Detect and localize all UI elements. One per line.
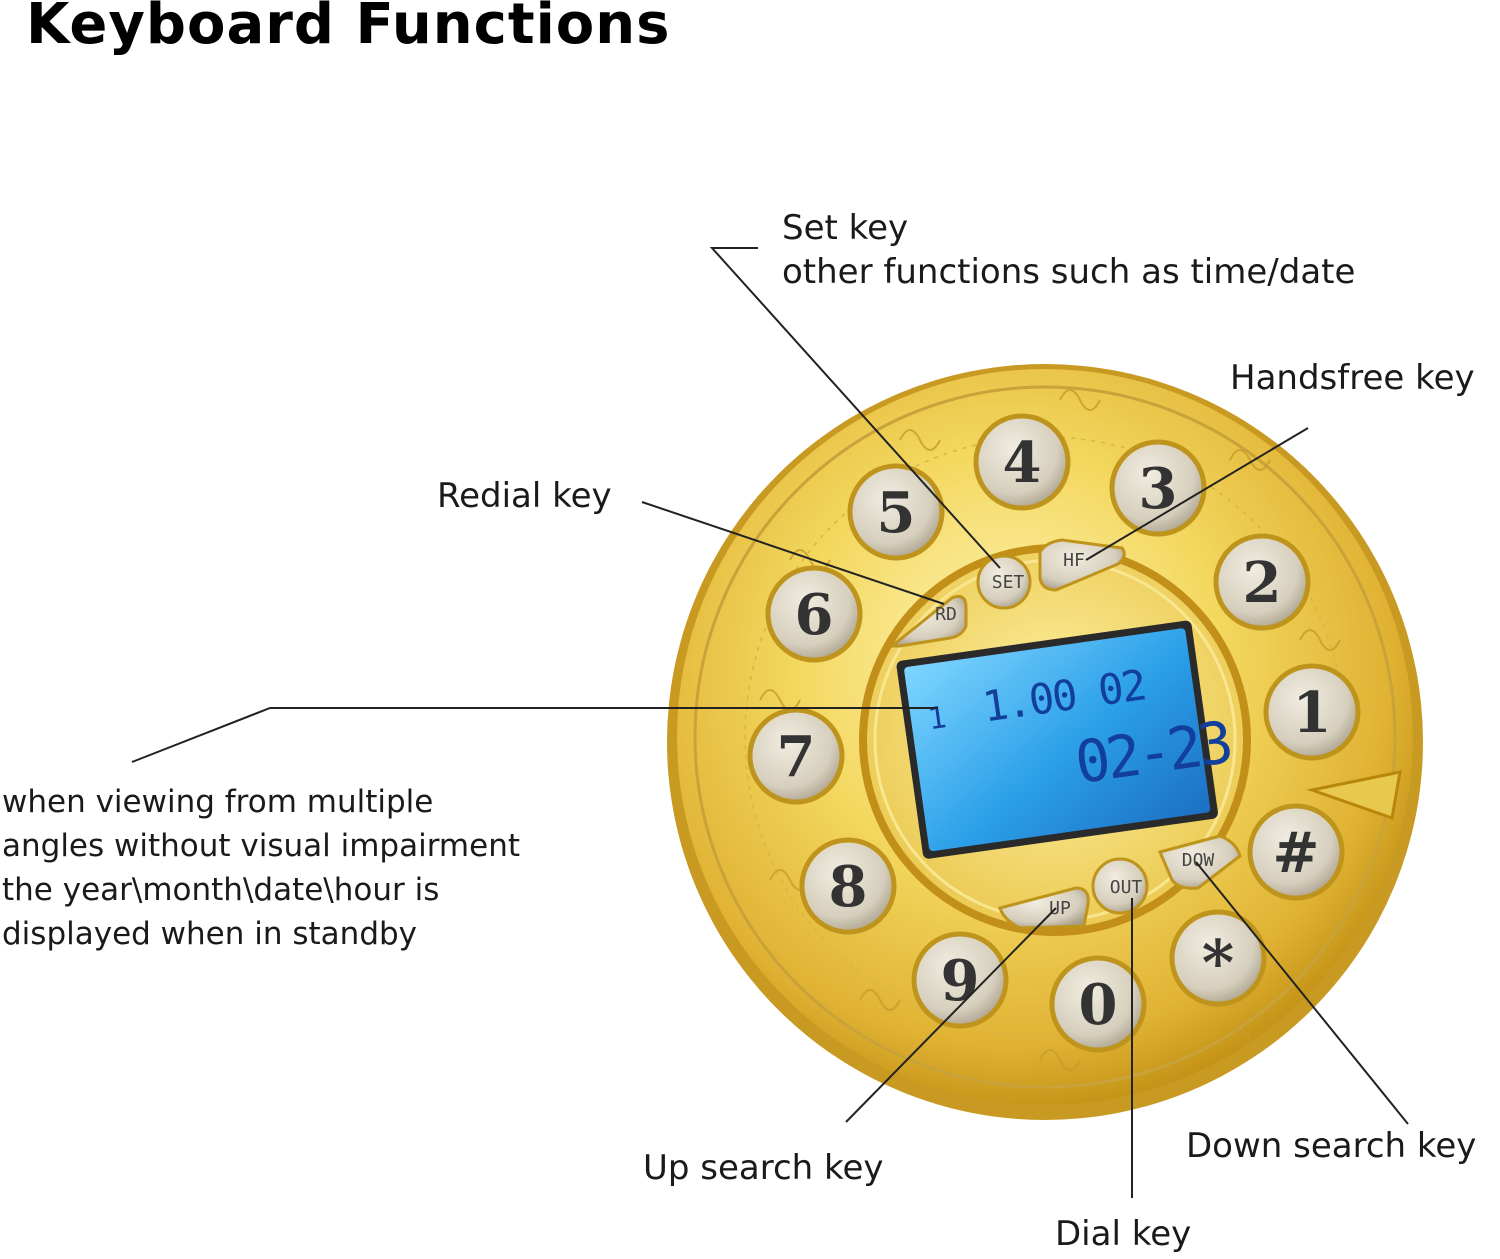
- svg-text:2: 2: [1243, 550, 1282, 616]
- svg-text:6: 6: [795, 582, 834, 648]
- leader-lines: [131, 247, 1409, 1198]
- key-8[interactable]: 8: [799, 837, 897, 935]
- key-5[interactable]: 5: [847, 463, 945, 561]
- key-4[interactable]: 4: [973, 413, 1071, 511]
- svg-text:SET: SET: [992, 572, 1025, 593]
- svg-text:OUT: OUT: [1110, 877, 1143, 898]
- leader-down: [1195, 861, 1409, 1125]
- redial-key[interactable]: RD: [887, 594, 968, 648]
- svg-text:HF: HF: [1063, 550, 1085, 571]
- svg-text:UP: UP: [1049, 898, 1071, 919]
- svg-text:3: 3: [1139, 456, 1178, 522]
- svg-text:4: 4: [1003, 430, 1042, 496]
- down-search-key[interactable]: DOW: [1157, 834, 1242, 890]
- leader-handsfree: [1085, 427, 1309, 561]
- handsfree-key[interactable]: HF: [1038, 538, 1126, 592]
- up-search-key[interactable]: UP: [998, 886, 1090, 930]
- callout-display: when viewing from multiple angles withou…: [2, 784, 520, 952]
- callout-set-key: Set key other functions such as time/dat…: [782, 208, 1356, 292]
- svg-text:5: 5: [877, 480, 916, 546]
- lcd-indicator: 1: [926, 700, 949, 737]
- key-2[interactable]: 2: [1213, 533, 1311, 631]
- dial-out-key[interactable]: OUT: [1091, 857, 1149, 915]
- page-title: Keyboard Functions: [26, 0, 671, 57]
- leader-redial: [641, 501, 945, 605]
- key-hash[interactable]: #: [1247, 803, 1345, 901]
- key-6[interactable]: 6: [765, 565, 863, 663]
- svg-text:DOW: DOW: [1182, 850, 1215, 871]
- key-0[interactable]: 0: [1049, 955, 1147, 1053]
- svg-text:1: 1: [1293, 680, 1332, 746]
- leader-up: [845, 907, 1057, 1123]
- key-3[interactable]: 3: [1109, 439, 1207, 537]
- finger-stop: [1306, 770, 1402, 821]
- set-key[interactable]: SET: [976, 554, 1032, 610]
- ornament-pattern: [759, 389, 1341, 1071]
- svg-text:RD: RD: [935, 604, 957, 625]
- lcd-display: 1 1.00 02 02-23: [896, 620, 1234, 859]
- svg-text:8: 8: [829, 854, 868, 920]
- svg-text:7: 7: [777, 724, 816, 790]
- key-1[interactable]: 1: [1263, 663, 1361, 761]
- callout-dial-key: Dial key: [1055, 1214, 1192, 1254]
- key-7[interactable]: 7: [747, 707, 845, 805]
- svg-text:#: #: [1273, 820, 1320, 886]
- callout-up-search-key: Up search key: [643, 1148, 884, 1188]
- leader-display: [131, 707, 938, 763]
- svg-text:9: 9: [941, 948, 980, 1014]
- callout-handsfree-key: Handsfree key: [1230, 358, 1475, 398]
- leader-set: [709, 247, 1001, 569]
- svg-text:0: 0: [1079, 972, 1118, 1038]
- callout-redial-key: Redial key: [437, 476, 612, 516]
- svg-text:*: *: [1202, 926, 1234, 999]
- key-9[interactable]: 9: [911, 931, 1009, 1029]
- key-star[interactable]: *: [1169, 909, 1267, 1007]
- callout-down-search-key: Down search key: [1186, 1126, 1477, 1166]
